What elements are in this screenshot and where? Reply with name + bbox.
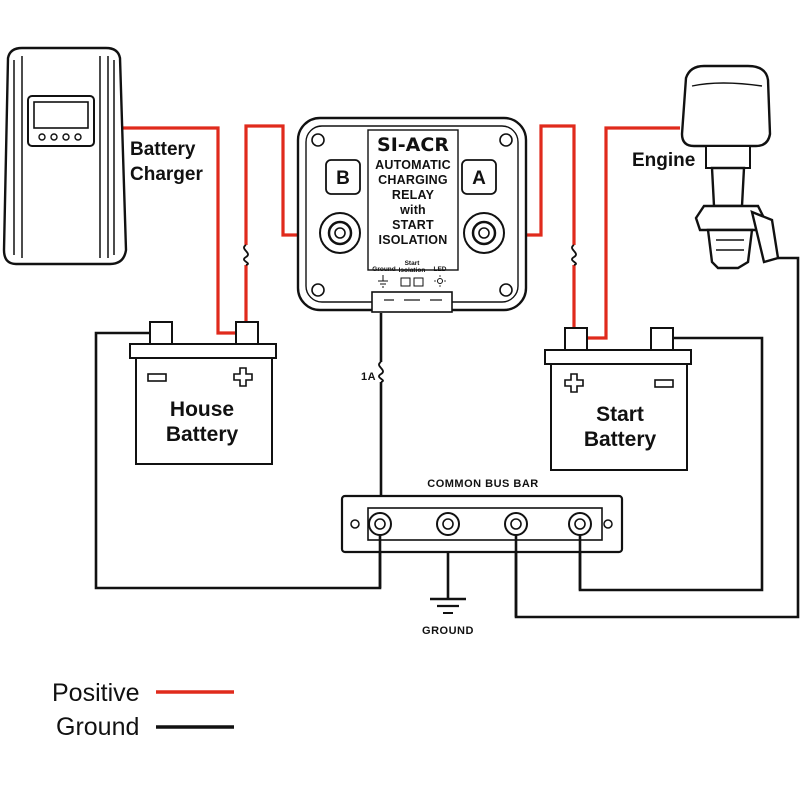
relay-start-isolation-icon xyxy=(400,277,424,287)
engine-outboard-icon xyxy=(680,64,780,270)
battery-charger xyxy=(2,46,128,266)
engine-label: Engine xyxy=(632,150,695,171)
house-battery-label-2: Battery xyxy=(166,423,239,446)
common-bus-bar xyxy=(340,494,624,554)
positive-wire-house-to-b xyxy=(244,124,320,333)
battery-charger-label-2: Charger xyxy=(130,164,203,185)
mount-hole-icon xyxy=(499,283,513,297)
relay-ground-label: Ground xyxy=(372,266,395,273)
relay-text-2: CHARGING xyxy=(378,173,448,187)
fuse-start xyxy=(568,244,580,266)
relay-text-6: ISOLATION xyxy=(379,233,448,247)
charger-display xyxy=(33,101,89,129)
legend-ground-label: Ground xyxy=(56,713,139,741)
charger-button-icon xyxy=(74,133,82,141)
ground-icon xyxy=(430,597,466,614)
mount-hole-icon xyxy=(311,133,325,147)
start-battery-label-2: Battery xyxy=(584,428,657,451)
fuse-relay-ground xyxy=(375,361,387,383)
terminal-a-label: A xyxy=(472,168,486,189)
bus-bar-label: COMMON BUS BAR xyxy=(427,478,539,490)
start-positive-post xyxy=(564,327,588,353)
house-battery-label-1: House xyxy=(170,398,234,421)
positive-wire-engine xyxy=(584,126,680,340)
relay-ground-icon xyxy=(378,275,388,288)
positive-wire-a-to-start xyxy=(500,124,576,338)
plus-icon xyxy=(564,373,584,393)
terminal-b-label: B xyxy=(336,168,350,189)
bus-terminal xyxy=(504,512,528,536)
house-battery xyxy=(129,321,277,465)
fuse-rating-label: 1A xyxy=(361,371,376,383)
si-acr-relay xyxy=(296,116,528,313)
start-battery-label-1: Start xyxy=(596,403,644,426)
relay-text-1: AUTOMATIC xyxy=(375,158,451,172)
bus-terminal xyxy=(568,512,592,536)
relay-connector xyxy=(371,291,453,313)
relay-text-4: with xyxy=(399,203,426,217)
positive-wire-charger xyxy=(120,126,240,335)
battery-charger-label-1: Battery xyxy=(130,139,196,160)
legend: Positive Ground xyxy=(52,679,234,741)
relay-title: SI-ACR xyxy=(377,134,449,156)
positive-wires xyxy=(120,124,680,340)
relay-start-label-1: Start xyxy=(405,260,421,267)
ground-label: GROUND xyxy=(422,625,474,637)
minus-icon xyxy=(147,373,167,382)
house-positive-post xyxy=(235,321,259,347)
mount-hole-icon xyxy=(499,133,513,147)
bus-terminal xyxy=(436,512,460,536)
relay-text-5: START xyxy=(392,218,434,232)
relay-led-icon xyxy=(434,275,446,287)
plus-icon xyxy=(233,367,253,387)
charger-button-icon xyxy=(38,133,46,141)
relay-led-label: LED xyxy=(434,266,447,273)
bus-mount-hole-icon xyxy=(350,519,360,529)
mount-hole-icon xyxy=(311,283,325,297)
house-negative-post xyxy=(149,321,173,347)
minus-icon xyxy=(654,379,674,388)
fuse-house xyxy=(240,244,252,266)
bus-terminal xyxy=(368,512,392,536)
legend-positive-label: Positive xyxy=(52,679,140,707)
charger-button-icon xyxy=(50,133,58,141)
terminal-a-box xyxy=(461,159,497,195)
start-negative-post xyxy=(650,327,674,353)
charger-button-icon xyxy=(62,133,70,141)
relay-start-label-2: Isolation xyxy=(399,267,426,274)
start-battery xyxy=(544,327,692,471)
terminal-b-box xyxy=(325,159,361,195)
relay-text-3: RELAY xyxy=(392,188,435,202)
bus-mount-hole-icon xyxy=(603,519,613,529)
